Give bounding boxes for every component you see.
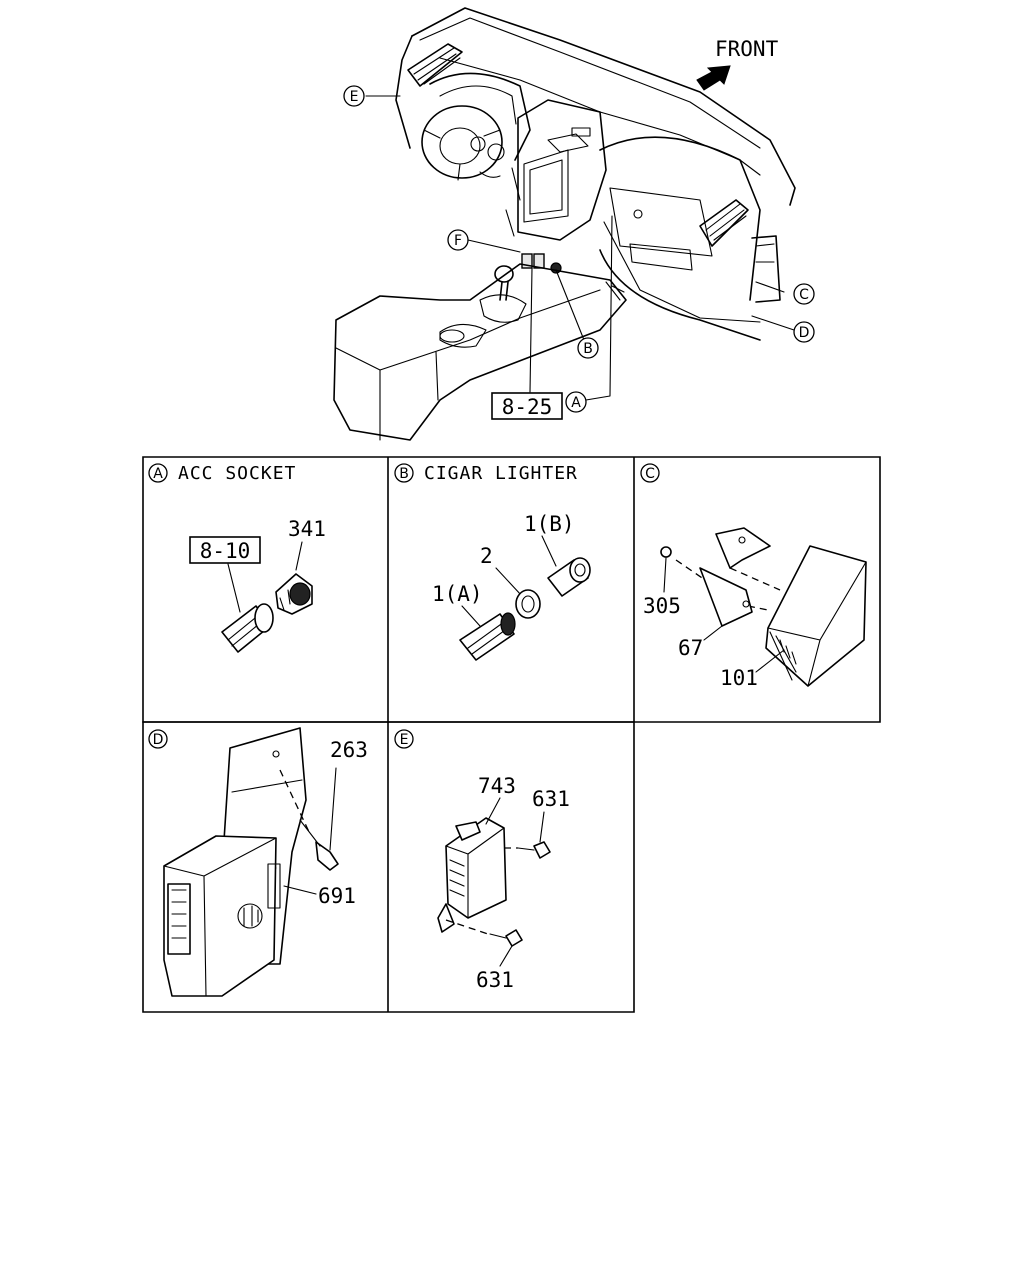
panel-c: C 305 67 101 [640,463,867,690]
panel-a-title: ACC SOCKET [178,463,296,484]
part-263: 263 [330,738,368,762]
part-631-top: 631 [532,787,570,811]
part-67: 67 [678,636,703,660]
bracket-67 [699,527,771,627]
part-743: 743 [478,774,516,798]
svg-text:E: E [350,89,359,105]
panel-c-letter: C [645,466,655,482]
svg-text:C: C [799,287,809,303]
lighter-plug [547,557,591,597]
part-305: 305 [643,594,681,618]
dashboard-overview: FRONT [333,7,815,441]
callout-f: F [447,229,469,251]
panel-b-letter: B [399,466,409,482]
panel-e-letter: E [400,732,409,748]
part-2: 2 [480,544,493,568]
svg-text:F: F [454,233,462,249]
detail-grid [142,456,881,1013]
bolt-631-bottom [489,929,523,967]
ref-box-8-10-label: 8-10 [200,539,251,563]
callout-a: A [565,391,587,413]
panel-b-title: CIGAR LIGHTER [424,463,578,484]
part-1b: 1(B) [524,512,575,536]
front-arrow-icon [696,65,731,91]
panel-e: E 743 631 631 [394,729,570,992]
callout-c: C [793,283,815,305]
svg-text:A: A [571,395,581,411]
panel-b-cigar-lighter: B CIGAR LIGHTER 1(B) 2 1(A) [394,463,591,661]
ref-box-8-25: 8-25 [491,392,563,420]
front-label: FRONT [715,37,779,61]
svg-text:8-25: 8-25 [502,395,553,419]
callout-d: D [793,321,815,343]
callout-e: E [343,85,365,107]
panel-a-letter: A [153,466,163,482]
module-743 [437,817,507,933]
module-101 [765,545,867,687]
part-631-bottom: 631 [476,968,514,992]
svg-text:B: B [583,341,593,357]
callout-b: B [577,337,599,359]
acc-socket-housing [275,573,313,615]
panel-d-letter: D [153,732,164,748]
panel-d: D 263 691 [148,727,368,997]
part-1a: 1(A) [432,582,483,606]
bolt-631-top [517,811,551,859]
part-101: 101 [720,666,758,690]
part-341: 341 [288,517,326,541]
acc-socket-body [221,603,274,653]
lighter-ring [515,589,541,619]
part-691: 691 [318,884,356,908]
svg-text:D: D [799,325,810,341]
module-691 [163,835,281,997]
bolt-263 [299,819,339,871]
lighter-socket [459,612,516,661]
panel-a-acc-socket: A ACC SOCKET 8-10 341 [148,463,326,653]
ref-box-8-10 [189,536,261,564]
